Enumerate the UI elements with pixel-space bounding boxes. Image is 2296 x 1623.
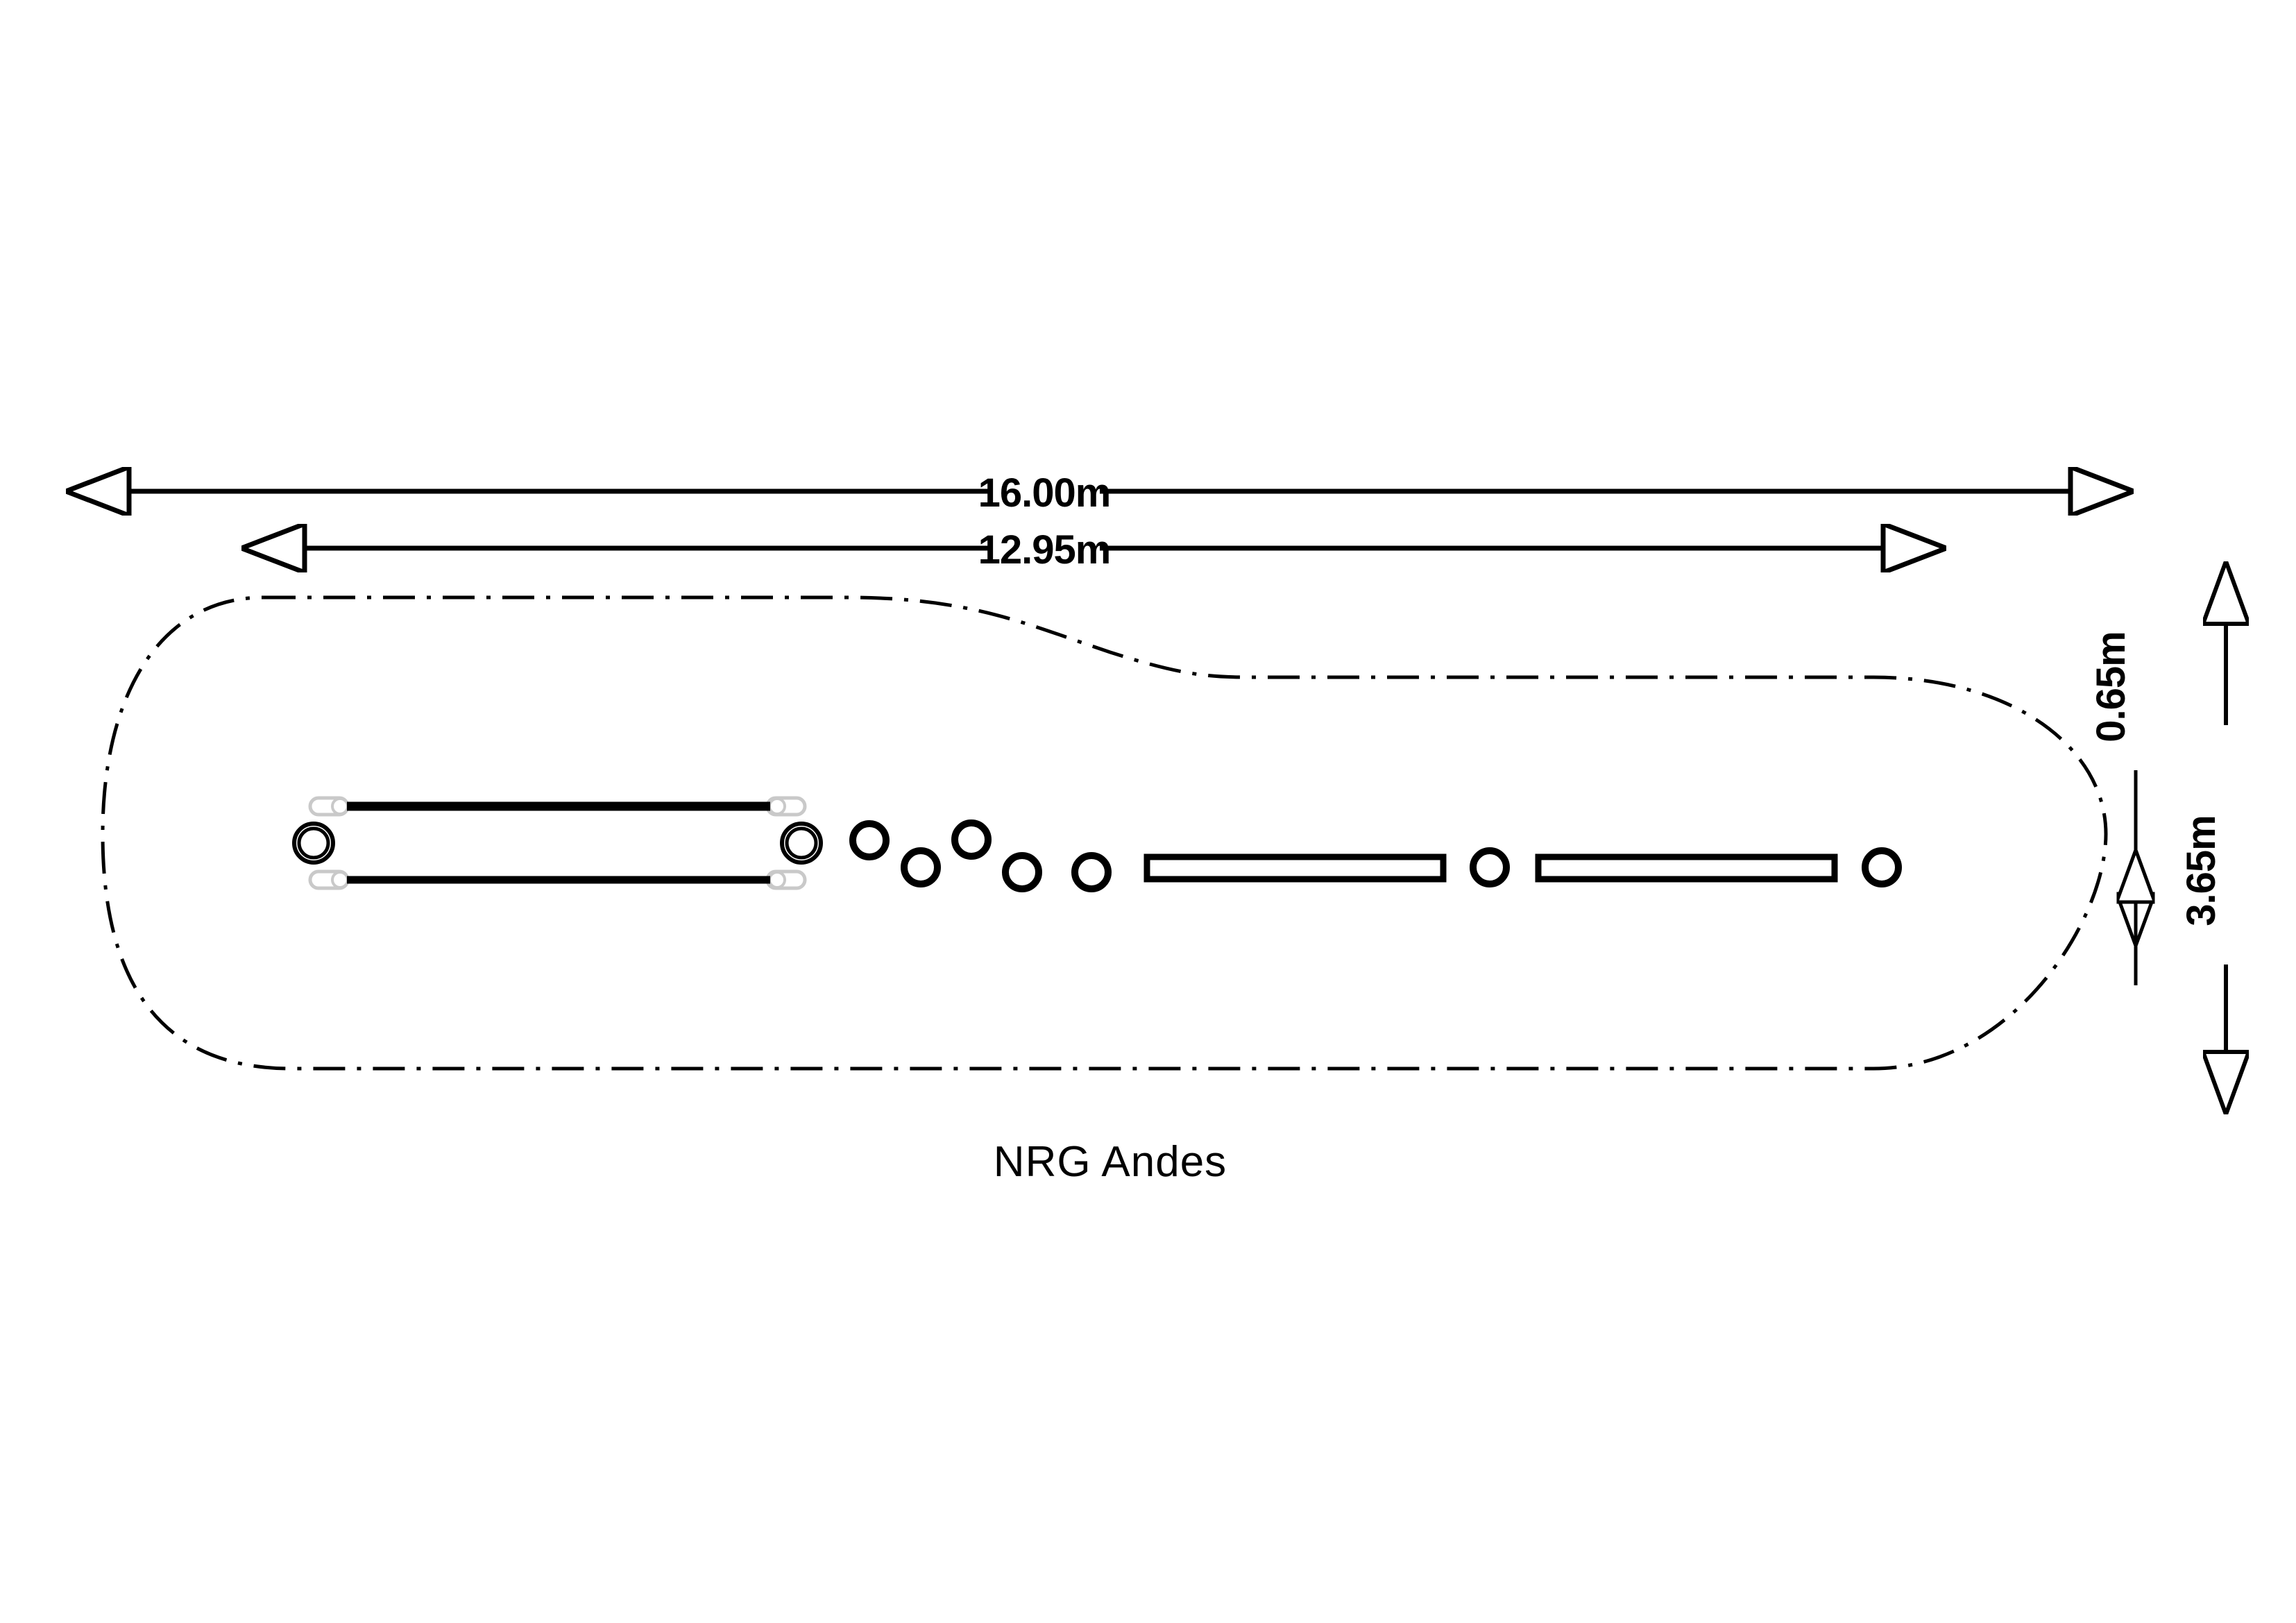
feature-box-1 <box>1143 853 1447 883</box>
dimension-label-inner-height: 0.65m <box>2089 631 2134 742</box>
right-anchor-ring-outer <box>780 822 823 865</box>
page-title: NRG Andes <box>994 1138 1227 1186</box>
right-anchor-ring-inner <box>785 826 818 860</box>
dimension-overall-length: 16.00m <box>129 470 2070 516</box>
board-outline <box>101 595 2108 1071</box>
feature-circle-1 <box>849 820 890 860</box>
feature-circle-5 <box>1071 852 1112 892</box>
left-anchor-ring-outer <box>292 822 335 865</box>
feature-circle-6 <box>1470 847 1510 887</box>
lower-rail-left-eye <box>331 871 349 889</box>
dimension-inner-length: 12.95m <box>305 527 1883 572</box>
right-anchor-ring <box>780 822 823 865</box>
dimension-label-inner-length: 12.95m <box>978 527 1111 572</box>
upper-rail-right-eye <box>768 797 786 815</box>
feature-circle-7 <box>1862 847 1902 887</box>
left-anchor-ring <box>292 822 335 865</box>
feature-box-2 <box>1535 853 1838 883</box>
feature-circle-2 <box>901 847 941 887</box>
dimension-inner-height: 0.65m <box>2089 631 2136 985</box>
lower-rail <box>308 869 807 890</box>
left-anchor-ring-inner <box>297 826 330 860</box>
lower-rail-right-eye <box>768 871 786 889</box>
feature-circle-3 <box>951 819 992 860</box>
dimension-label-overall-length: 16.00m <box>978 470 1111 516</box>
feature-circle-4 <box>1002 852 1042 892</box>
upper-rail <box>308 796 807 817</box>
dimension-label-overall-height: 3.65m <box>2179 815 2224 926</box>
upper-rail-left-eye <box>331 797 349 815</box>
dimension-overall-height: 3.65m <box>2179 624 2226 1052</box>
